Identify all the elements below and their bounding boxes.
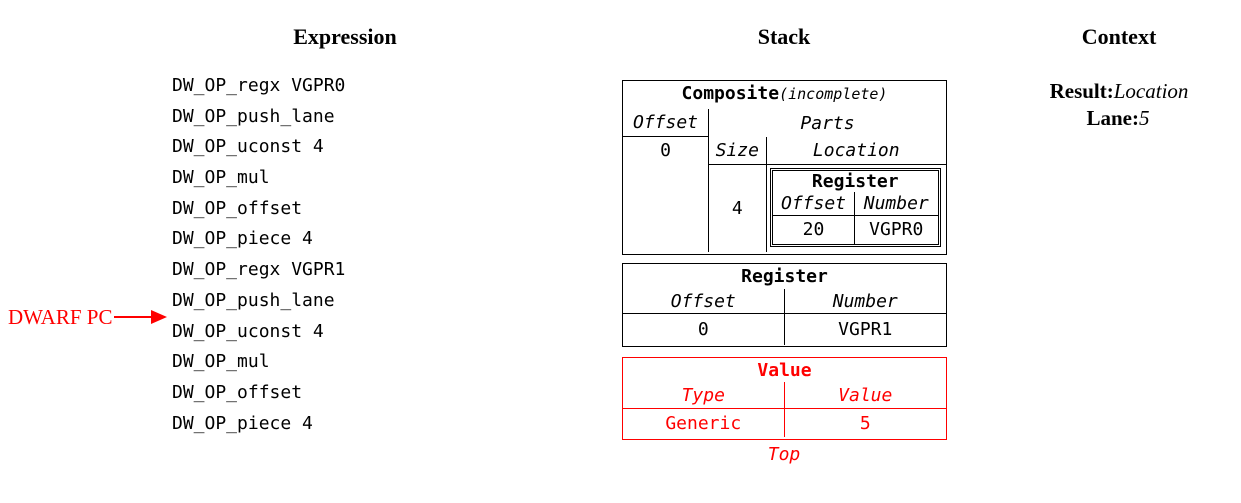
value-type-value: Generic [623, 409, 785, 437]
context-result-label: Result: [1049, 79, 1114, 103]
expression-item: DW_OP_piece 4 [172, 412, 313, 434]
expression-item: DW_OP_piece 4 [172, 228, 313, 250]
composite-offset-column: Offset 0 [623, 109, 709, 252]
register-offset-value: 0 [623, 314, 785, 345]
expression-list: DW_OP_regx VGPR0 DW_OP_push_lane DW_OP_u… [172, 71, 345, 439]
value-type-header: Type [623, 382, 785, 409]
value-title: Value [757, 359, 812, 381]
composite-parts-body: Size 4 Location Register Offset [709, 137, 946, 252]
dwarf-pc-arrow-shaft [114, 316, 152, 318]
expression-column-header: Expression [293, 24, 397, 49]
dwarf-pc-arrow-icon [151, 310, 168, 324]
composite-part-location-cell: Register Offset Number 20 VGPR0 [767, 165, 947, 253]
expression-item: DW_OP_mul [172, 167, 270, 189]
nested-register-box: Register Offset Number 20 VGPR0 [769, 167, 941, 247]
value-value-value: 5 [859, 412, 871, 434]
composite-title: Composite [681, 83, 780, 104]
nested-register-number-header: Number [855, 192, 938, 216]
expression-item: DW_OP_regx VGPR0 [172, 75, 346, 96]
stack-entry-value: Value Type Value Generic 5 [622, 357, 947, 440]
context-lane-line: Lane:5 [1087, 106, 1150, 131]
value-table: Type Value Generic 5 [623, 382, 946, 437]
nested-register-offset-header: Offset [773, 192, 855, 216]
composite-parts-column: Parts Size 4 Location Register [709, 109, 946, 252]
composite-offset-header: Offset [623, 109, 708, 137]
value-value-header: Value [784, 382, 946, 409]
composite-title-row: Composite(incomplete) [623, 81, 946, 109]
composite-body: Offset 0 Parts Size 4 Location [623, 109, 946, 252]
nested-register-offset-value: 20 [773, 216, 855, 244]
stack-entry-composite: Composite(incomplete) Offset 0 Parts Siz… [622, 80, 947, 255]
dwarf-pc-label: DWARF PC [8, 304, 113, 329]
nested-register-table: Offset Number 20 VGPR0 [773, 192, 938, 244]
register-table: Offset Number 0 VGPR1 [623, 289, 946, 345]
nested-register-box-inner: Register Offset Number 20 VGPR0 [772, 170, 939, 245]
expression-item: DW_OP_mul [172, 351, 270, 373]
dwarf-pc-pointer: DWARF PC [8, 304, 168, 329]
context-lane-label: Lane: [1086, 106, 1140, 130]
nested-register-title: Register [811, 171, 899, 192]
composite-size-header: Size [709, 137, 766, 165]
composite-parts-header: Parts [800, 112, 855, 134]
expression-item: DW_OP_offset [172, 381, 303, 403]
expression-item: DW_OP_regx VGPR1 [172, 259, 346, 281]
expression-item: DW_OP_offset [172, 197, 303, 219]
composite-offset-value: 0 [660, 140, 671, 161]
context-lane-value: 5 [1139, 106, 1150, 130]
composite-part-size-value: 4 [731, 197, 743, 219]
register-number-value: VGPR1 [838, 318, 893, 340]
composite-location-column: Location Register Offset Number 20 VGP [766, 137, 947, 253]
register-offset-header: Offset [623, 289, 785, 314]
context-result-value: Location [1113, 79, 1189, 103]
context-column-header: Context [1081, 24, 1157, 49]
composite-qualifier: (incomplete) [779, 85, 888, 103]
expression-item: DW_OP_uconst 4 [172, 320, 324, 342]
stack-column-header: Stack [757, 24, 811, 49]
nested-register-number-value: VGPR0 [869, 219, 924, 241]
register-number-header: Number [784, 289, 946, 314]
expression-item: DW_OP_uconst 4 [172, 136, 324, 158]
context-result-line: Result:Location [1050, 79, 1189, 104]
register-title: Register [741, 266, 828, 287]
expression-item: DW_OP_push_lane [172, 105, 335, 127]
stack-entry-register: Register Offset Number 0 VGPR1 [622, 263, 947, 347]
expression-item: DW_OP_push_lane [172, 289, 335, 311]
composite-size-column: Size 4 [709, 137, 767, 252]
stack-top-label: Top [767, 444, 801, 465]
composite-location-header: Location [766, 137, 946, 165]
